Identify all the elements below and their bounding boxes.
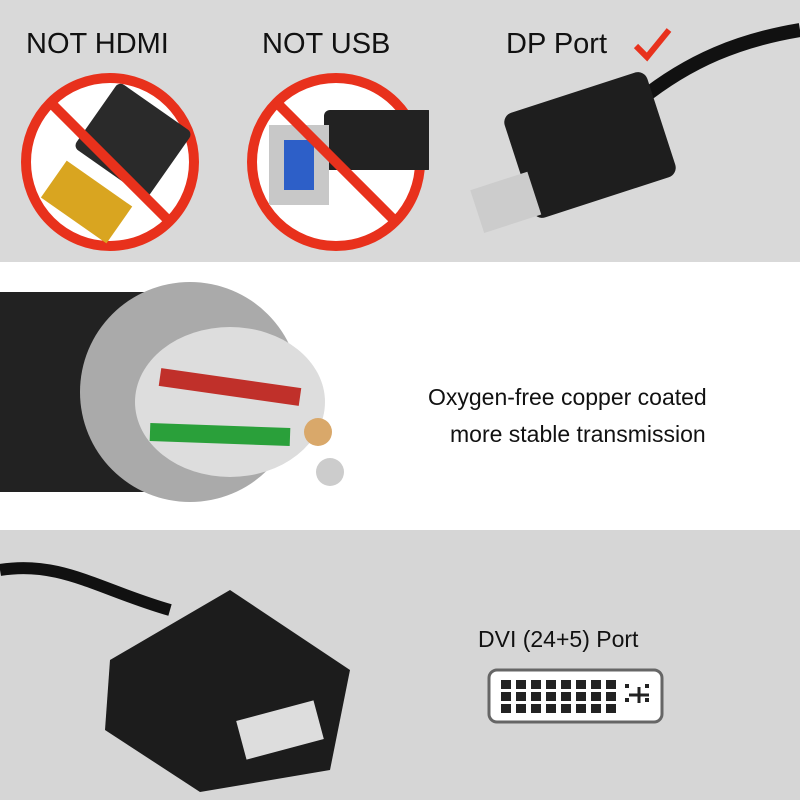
dvi-pin: [501, 704, 511, 713]
hdmi-prohibited-icon: [21, 73, 199, 251]
copper-line-1: Oxygen-free copper coated: [428, 384, 707, 410]
dvi-pin: [531, 680, 541, 689]
dvi-pin: [625, 698, 629, 702]
dvi-pin: [546, 680, 556, 689]
dp-port-label: DP Port: [506, 28, 608, 60]
dvi-pin: [561, 692, 571, 701]
dvi-port-diagram: [487, 668, 664, 724]
not-usb-label: NOT USB: [262, 28, 391, 60]
dvi-pin: [576, 704, 586, 713]
dvi-pin: [606, 680, 616, 689]
dvi-pin: [531, 704, 541, 713]
usb-prohibited-icon: [247, 73, 429, 251]
dvi-pin: [501, 680, 511, 689]
dvi-pin: [501, 692, 511, 701]
dvi-pin: [561, 680, 571, 689]
dvi-pin: [591, 680, 601, 689]
not-hdmi-label: NOT HDMI: [26, 28, 169, 60]
dvi-pin: [516, 680, 526, 689]
cable-cross-section-image: [0, 282, 344, 502]
dvi-pin: [606, 692, 616, 701]
dvi-ground-blade: [629, 687, 649, 703]
copper-line-2: more stable transmission: [450, 421, 706, 447]
dvi-pin: [516, 704, 526, 713]
dvi-pin: [516, 692, 526, 701]
displayport-connector-image: [470, 23, 800, 234]
dvi-port-label: DVI (24+5) Port: [478, 626, 639, 652]
checkmark-icon: [633, 28, 672, 62]
dvi-pin: [645, 698, 649, 702]
dvi-pin: [645, 684, 649, 688]
dvi-pin: [606, 704, 616, 713]
dvi-pin: [591, 704, 601, 713]
dvi-pin: [531, 692, 541, 701]
middle-panel: Oxygen-free copper coated more stable tr…: [0, 262, 800, 530]
dvi-adapter-image: [0, 562, 350, 792]
dvi-pin: [546, 692, 556, 701]
bottom-panel: DVI (24+5) Port: [0, 530, 800, 800]
dvi-pin: [561, 704, 571, 713]
dvi-pin: [625, 684, 629, 688]
dvi-pin: [546, 704, 556, 713]
top-panel: NOT HDMI NOT USB DP Port: [0, 0, 800, 262]
dvi-pin: [576, 692, 586, 701]
dvi-pin: [576, 680, 586, 689]
dvi-pin: [591, 692, 601, 701]
